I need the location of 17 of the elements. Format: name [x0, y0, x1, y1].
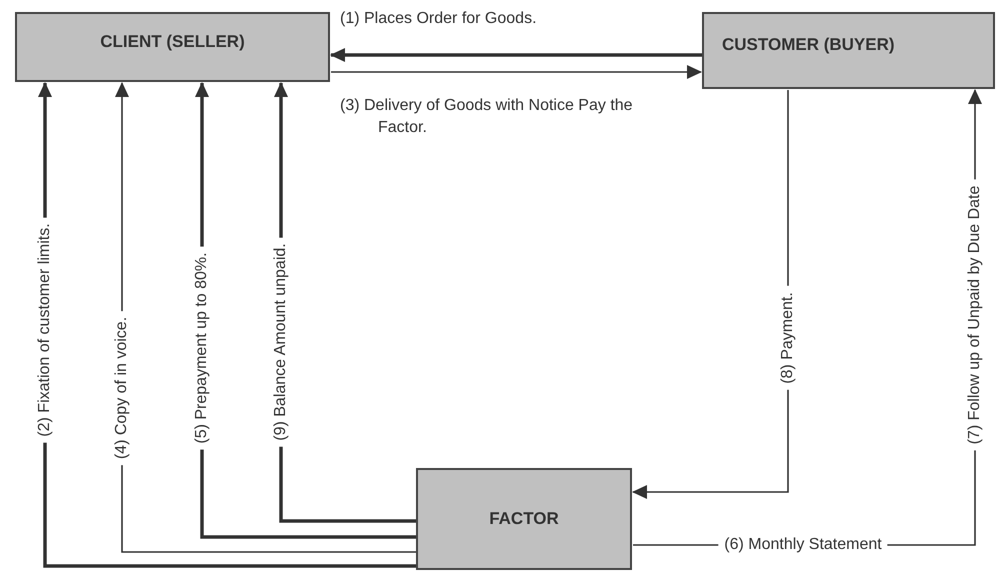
process-box — [416, 468, 632, 570]
edge-label: (5) Prepayment up to 80%. — [192, 246, 212, 450]
process-box — [15, 12, 330, 82]
box-title: CUSTOMER (BUYER) — [722, 34, 895, 56]
rotated-label: (7) Follow up of Unpaid by Due Date — [965, 180, 985, 450]
edge-label: (9) Balance Amount unpaid. — [271, 237, 291, 447]
box-title: CLIENT (SELLER) — [100, 31, 245, 53]
box-title: FACTOR — [489, 508, 559, 530]
process-box — [702, 12, 995, 89]
edge-label: (4) Copy of in voice. — [112, 310, 132, 466]
edge-label: (6) Monthly Statement — [718, 535, 888, 555]
edge-label: (2) Fixation of customer limits. — [35, 217, 55, 443]
edge-label: (3) Delivery of Goods with Notice Pay the Factor. — [340, 96, 634, 138]
arrow — [330, 48, 702, 62]
edge-label: (8) Payment. — [778, 286, 798, 390]
edge-label: (1) Places Order for Goods. — [340, 9, 538, 29]
arrow — [331, 65, 702, 79]
